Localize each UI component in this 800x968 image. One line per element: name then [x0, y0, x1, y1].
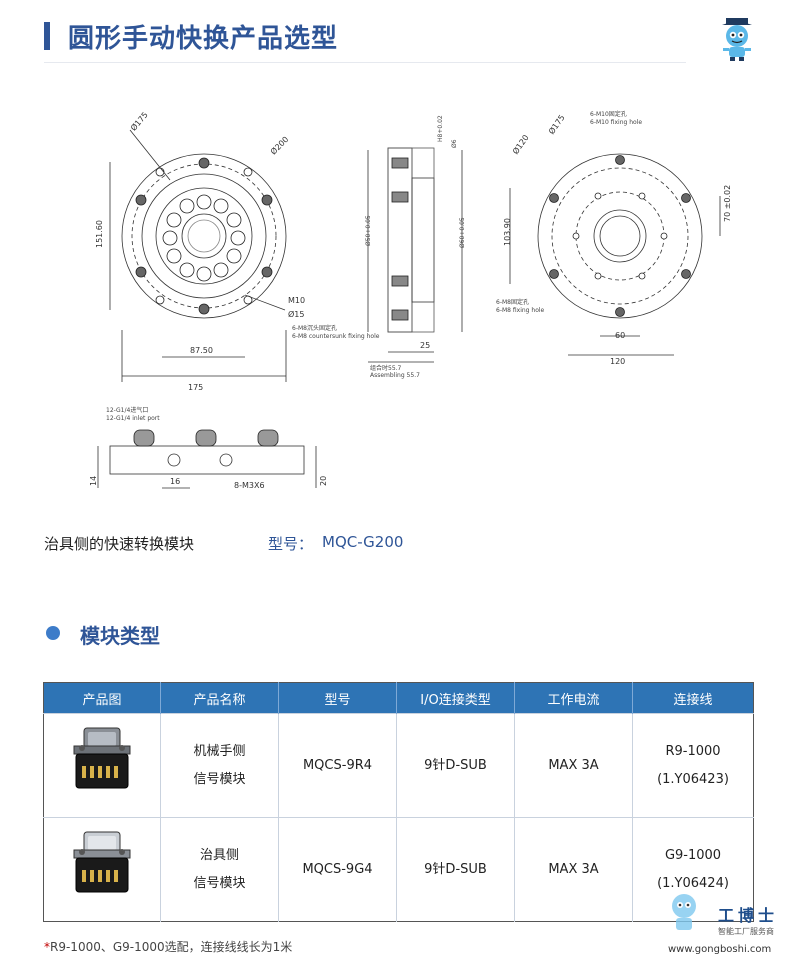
svg-text:60: 60: [615, 331, 625, 340]
svg-text:20: 20: [319, 476, 328, 486]
column-header: I/O连接类型: [396, 682, 515, 714]
svg-text:组合时55.7: 组合时55.7: [370, 364, 402, 372]
product-model: MQCS-9G4: [278, 817, 397, 922]
table-header-row: 产品图 产品名称 型号 I/O连接类型 工作电流 连接线: [43, 682, 754, 714]
watermark-brand: 工博士: [718, 906, 779, 925]
svg-text:6-M8固定孔: 6-M8固定孔: [496, 298, 529, 306]
back-view-drawing: 60 120 103.90 70 ±0.02 6-M10固定孔 6-M10 fi…: [496, 110, 732, 366]
title-accent-bar: [44, 22, 50, 50]
page-title: 圆形手动快换产品选型: [68, 24, 339, 54]
svg-text:6-M8 countersunk fixing hole: 6-M8 countersunk fixing hole: [292, 333, 380, 340]
side-view-drawing: 25 组合时55.7 Assembling 55.7 H8+0.02 Ø6 Ø5…: [365, 115, 466, 379]
section-title: 模块类型: [80, 624, 160, 648]
svg-text:12-G1/4进气口: 12-G1/4进气口: [106, 406, 148, 414]
module-types-table: 产品图 产品名称 型号 I/O连接类型 工作电流 连接线: [43, 682, 754, 922]
cable: R9-1000(1.Y06423): [632, 713, 754, 818]
svg-text:16: 16: [170, 477, 180, 486]
svg-text:Assembling 55.7: Assembling 55.7: [370, 372, 420, 379]
drawing-caption: 治具侧的快速转换模块: [44, 535, 195, 553]
svg-text:6-M10固定孔: 6-M10固定孔: [590, 110, 627, 118]
svg-text:151.60: 151.60: [95, 220, 104, 248]
svg-text:Ø60+0.05: Ø60+0.05: [459, 217, 466, 248]
footnote: *R9-1000、G9-1000选配，连接线线长为1米: [44, 938, 292, 955]
title-divider: [44, 62, 686, 63]
svg-text:12-G1/4 inlet port: 12-G1/4 inlet port: [106, 415, 160, 422]
svg-text:175: 175: [188, 383, 203, 392]
svg-text:M10: M10: [288, 296, 305, 305]
svg-text:25: 25: [420, 341, 430, 350]
svg-text:70 ±0.02: 70 ±0.02: [723, 185, 732, 222]
product-name: 机械手侧信号模块: [160, 713, 279, 818]
model-value: MQC-G200: [322, 533, 404, 551]
section-bullet-icon: [46, 626, 60, 640]
product-image: [43, 817, 161, 922]
svg-text:87.50: 87.50: [190, 346, 213, 355]
footnote-text: R9-1000、G9-1000选配，连接线线长为1米: [50, 940, 293, 954]
svg-text:6-M8沉头固定孔: 6-M8沉头固定孔: [292, 324, 337, 332]
watermark-mascot-icon: [664, 890, 704, 936]
io-type: 9针D-SUB: [396, 713, 515, 818]
watermark-subtitle: 智能工厂服务商: [718, 927, 774, 936]
bottom-view-drawing: 12-G1/4进气口 12-G1/4 inlet port 14 16 8-M3…: [89, 406, 328, 490]
svg-text:120: 120: [610, 357, 625, 366]
svg-text:103.90: 103.90: [503, 218, 512, 246]
front-view-drawing: 175 87.50 151.60 Ø175 Ø200 M10 Ø15 6-M8沉…: [95, 110, 380, 392]
svg-text:Ø200: Ø200: [268, 134, 290, 156]
working-current: MAX 3A: [514, 817, 633, 922]
svg-text:Ø50+0.05: Ø50+0.05: [365, 215, 372, 246]
svg-text:H8+0.02: H8+0.02: [437, 115, 444, 142]
column-header: 型号: [278, 682, 397, 714]
dsub-connector-icon: [73, 831, 131, 893]
svg-text:Ø175: Ø175: [128, 110, 150, 133]
column-header: 工作电流: [514, 682, 633, 714]
table-row: 治具侧信号模块 MQCS-9G4 9针D-SUB MAX 3A G9-1000(…: [43, 817, 754, 922]
mascot-logo-icon: [714, 16, 760, 62]
svg-text:Ø175: Ø175: [546, 113, 567, 136]
svg-text:6-M8 fixing hole: 6-M8 fixing hole: [496, 307, 545, 314]
column-header: 连接线: [632, 682, 754, 714]
watermark-url: www.gongboshi.com: [668, 944, 772, 955]
svg-text:Ø6: Ø6: [451, 139, 458, 148]
product-name: 治具侧信号模块: [160, 817, 279, 922]
column-header: 产品图: [43, 682, 161, 714]
svg-text:Ø15: Ø15: [288, 309, 304, 319]
dsub-connector-icon: [73, 727, 131, 789]
model-label: 型号：: [268, 535, 314, 553]
svg-text:14: 14: [89, 476, 98, 486]
product-image: [43, 713, 161, 818]
svg-text:8-M3X6: 8-M3X6: [234, 481, 265, 490]
product-model: MQCS-9R4: [278, 713, 397, 818]
footnote-asterisk: *: [44, 940, 50, 954]
table-row: 机械手侧信号模块 MQCS-9R4 9针D-SUB MAX 3A R9-1000…: [43, 713, 754, 818]
io-type: 9针D-SUB: [396, 817, 515, 922]
svg-text:6-M10 fixing hole: 6-M10 fixing hole: [590, 119, 642, 126]
technical-drawing: 175 87.50 151.60 Ø175 Ø200 M10 Ø15 6-M8沉…: [70, 100, 750, 500]
column-header: 产品名称: [160, 682, 279, 714]
svg-text:Ø120: Ø120: [510, 133, 531, 156]
working-current: MAX 3A: [514, 713, 633, 818]
